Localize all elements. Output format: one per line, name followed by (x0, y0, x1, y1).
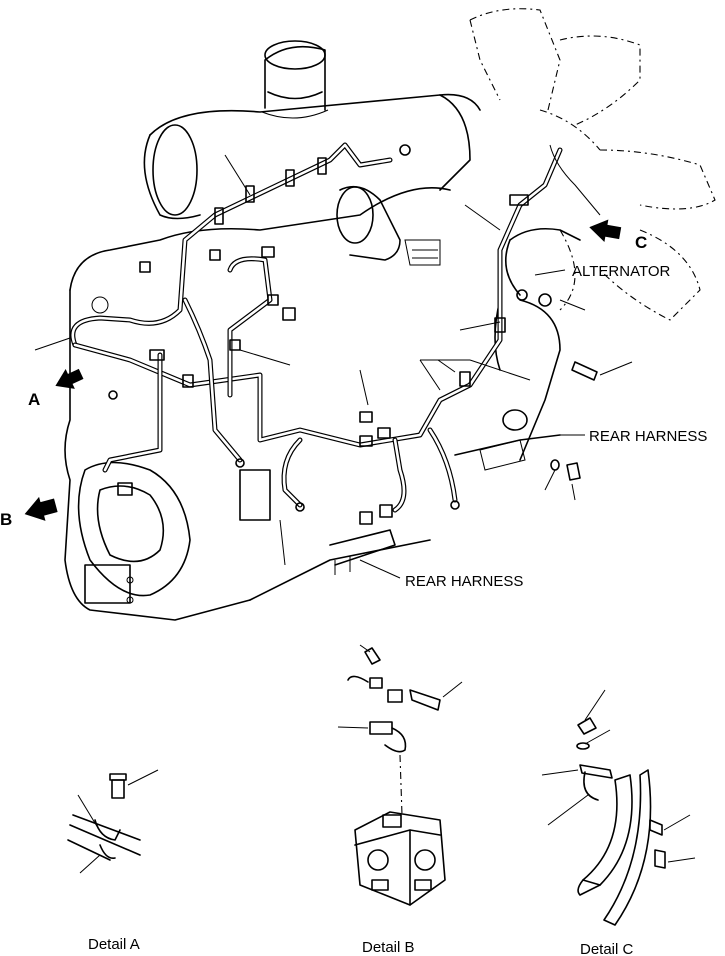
view-arrow-b: B (0, 496, 58, 529)
alternator-label: ALTERNATOR (572, 263, 671, 280)
detail-b-caption: Detail B (362, 939, 415, 956)
detail-a-drawing (67, 769, 159, 874)
detail-c-caption: Detail C (580, 941, 634, 956)
view-label-c: C (635, 233, 647, 252)
detail-b-drawing (337, 644, 463, 906)
rear-harness-right-part (454, 434, 585, 481)
view-label-b: B (0, 510, 12, 529)
rear-harness-lower (329, 529, 401, 579)
bolt-right (571, 361, 633, 381)
detail-a-caption: Detail A (88, 936, 140, 953)
cooling-fan (469, 8, 716, 321)
alternator (504, 227, 581, 311)
main-wiring-harness (70, 142, 563, 525)
view-label-a: A (28, 390, 40, 409)
callout-leaders (34, 154, 586, 566)
engine-block (64, 185, 561, 621)
view-arrow-c: C (549, 144, 647, 252)
detail-c-drawing (541, 689, 696, 926)
muffler (143, 40, 481, 220)
rear-harness-label-bottom: REAR HARNESS (405, 573, 523, 590)
view-arrow-a: A (28, 368, 84, 409)
rear-harness-label-right: REAR HARNESS (589, 428, 707, 445)
